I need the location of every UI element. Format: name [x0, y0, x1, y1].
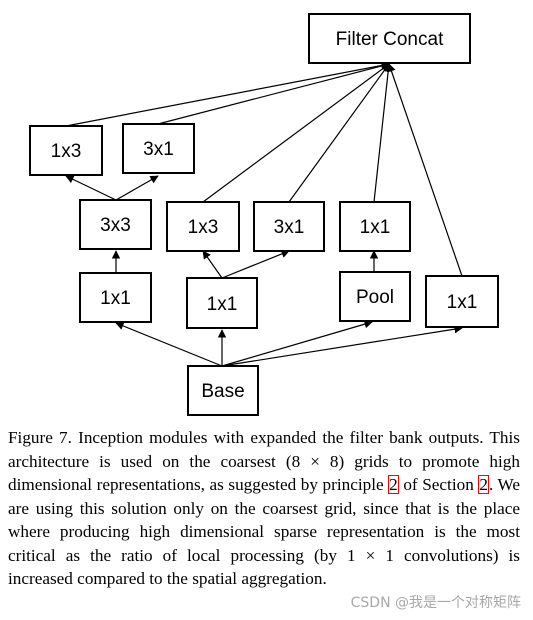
- figure-caption: Figure 7. Inception modules with expande…: [8, 426, 520, 591]
- inception-module-diagram: Filter Concat 1x3 3x1 3x3 1x3 3x1 1x1 1x…: [29, 13, 499, 416]
- edge-1x1-c-to-concat: [387, 63, 463, 277]
- node-pool-label: Pool: [356, 287, 394, 308]
- node-pool-1x1: 1x1: [339, 201, 411, 252]
- node-1x3-top-label: 1x3: [51, 141, 82, 162]
- caption-text-2: of Section: [398, 475, 479, 494]
- node-1x1-b: 1x1: [186, 277, 258, 329]
- edge-3x1-mid-to-concat: [288, 63, 390, 203]
- node-1x1-c-label: 1x1: [447, 292, 478, 313]
- node-1x1-c: 1x1: [425, 275, 499, 328]
- edge-3x1-top-to-concat: [157, 61, 390, 125]
- node-3x1-top-label: 3x1: [143, 139, 174, 160]
- node-filter-concat: Filter Concat: [308, 13, 471, 64]
- principle-reference-link[interactable]: 2: [388, 475, 399, 494]
- section-reference-link[interactable]: 2: [478, 475, 489, 494]
- caption-text-3: . We are using this solution only on the…: [8, 475, 520, 588]
- edge-base-to-1x1-a: [115, 321, 223, 367]
- node-base: Base: [187, 365, 259, 416]
- edge-1x1-b-to-1x3-mid: [202, 250, 223, 279]
- node-1x3-top: 1x3: [29, 125, 103, 176]
- node-1x1-a: 1x1: [79, 272, 152, 323]
- edges: [65, 61, 463, 367]
- edge-3x3-to-1x3-top: [65, 175, 117, 201]
- node-1x3-mid-label: 1x3: [188, 217, 219, 238]
- edge-1x1-b-to-3x1-mid: [221, 249, 290, 279]
- node-3x1-mid: 3x1: [253, 201, 325, 252]
- node-1x3-mid: 1x3: [166, 201, 240, 252]
- node-3x3-label: 3x3: [100, 215, 131, 236]
- edge-1x3-top-to-concat: [65, 61, 390, 127]
- edge-base-to-1x1-c: [221, 325, 463, 367]
- node-pool: Pool: [339, 271, 411, 322]
- node-3x3: 3x3: [79, 199, 152, 250]
- filter-concat-label: Filter Concat: [336, 29, 444, 50]
- node-1x1-a-label: 1x1: [100, 288, 131, 309]
- node-1x1-b-label: 1x1: [207, 294, 238, 315]
- watermark: CSDN @我是一个对称矩阵: [350, 595, 521, 611]
- edge-base-to-pool: [221, 320, 373, 367]
- edge-pool-1x1-to-concat: [373, 63, 393, 203]
- node-pool-1x1-label: 1x1: [360, 217, 391, 238]
- node-3x1-top: 3x1: [122, 123, 195, 174]
- node-3x1-mid-label: 3x1: [274, 217, 305, 238]
- node-base-label: Base: [201, 381, 244, 402]
- edge-3x3-to-3x1-top: [115, 175, 159, 201]
- edge-1x3-mid-to-concat: [202, 63, 390, 203]
- caption-text-1: Figure 7. Inception modules with expande…: [8, 428, 520, 494]
